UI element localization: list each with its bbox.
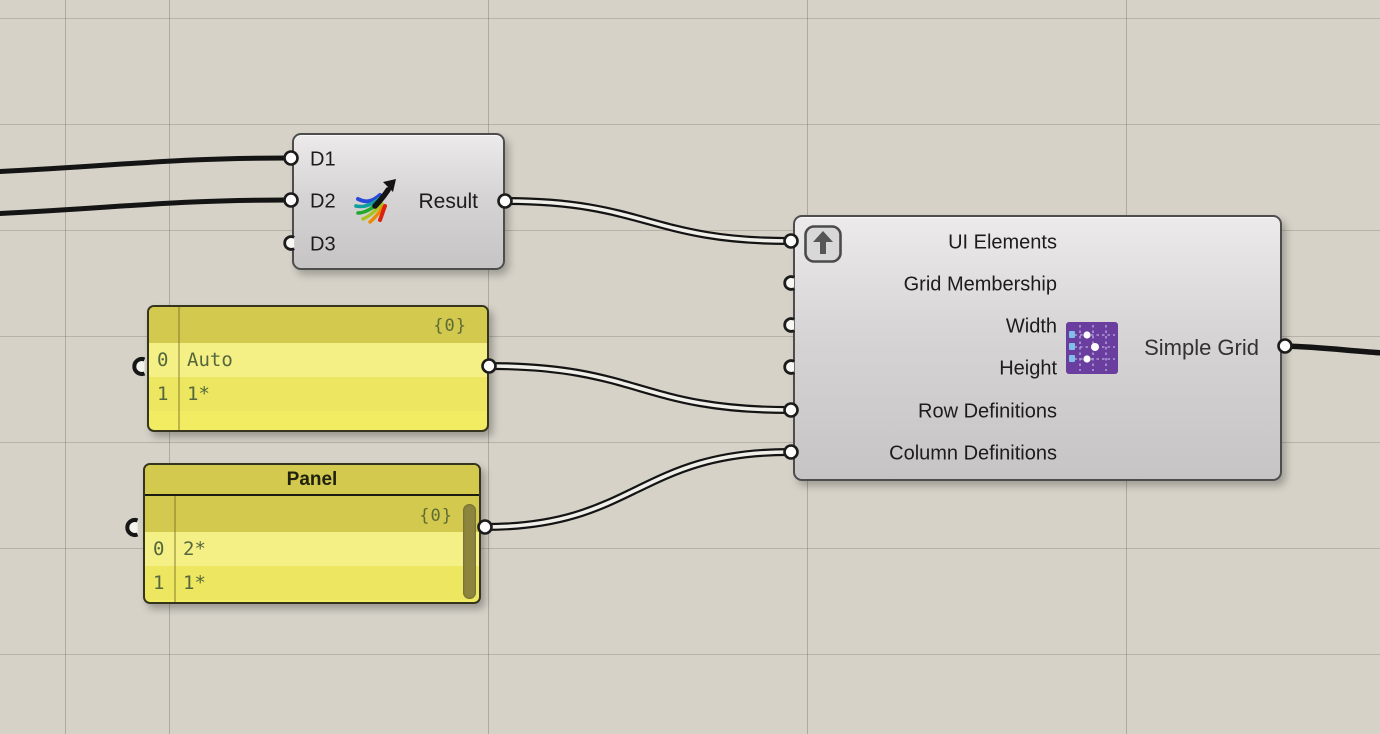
panel-branch-band [149, 307, 487, 343]
grid-output-label: Simple Grid [1144, 335, 1259, 360]
panel-branch-count: {0} [419, 506, 453, 526]
merge-icon [350, 173, 404, 227]
grid-input-label-column-definitions: Column Definitions [889, 442, 1057, 465]
grid-input-label-ui-elements: UI Elements [948, 231, 1057, 254]
wire-simple-grid-output[interactable] [1284, 343, 1380, 356]
row-index: 1 [157, 383, 169, 405]
panel-title-divider [145, 494, 479, 496]
panel-index-separator [174, 496, 176, 602]
merge-input-label-d2: D2 [310, 190, 336, 213]
row-definitions-panel[interactable]: {0} 0 Auto 1 1* [147, 305, 489, 432]
wire-into-d1[interactable] [0, 155, 289, 175]
merge-component[interactable]: D1 D2 D3 Result [292, 133, 505, 270]
grid-input-label-width: Width [1005, 315, 1057, 338]
wire-panel-to-column-definitions[interactable] [484, 448, 790, 531]
panel-row[interactable]: 0 2* [145, 532, 479, 566]
simple-grid-icon [1066, 322, 1118, 374]
panel-row[interactable]: 1 1* [149, 377, 487, 411]
simple-grid-component[interactable]: UI Elements Grid Membership Width Height… [793, 215, 1282, 481]
port-panel-rows-input-grip[interactable] [132, 357, 146, 376]
row-index: 0 [153, 538, 165, 560]
row-value: 1* [187, 383, 210, 405]
grid-input-label-height: Height [999, 357, 1057, 380]
merge-output-label: Result [418, 190, 478, 213]
panel-branch-count: {0} [433, 316, 467, 336]
wire-into-d2[interactable] [0, 197, 289, 217]
row-index: 1 [153, 572, 165, 594]
column-definitions-panel[interactable]: Panel {0} 0 2* 1 1* [143, 463, 481, 604]
wire-result-to-ui-elements[interactable] [504, 197, 790, 245]
port-panel-cols-input-grip[interactable] [125, 518, 139, 537]
row-value: 1* [183, 572, 206, 594]
panel-index-separator [178, 307, 180, 430]
panel-row[interactable]: 1 1* [145, 566, 479, 600]
row-value: Auto [187, 349, 233, 371]
row-value: 2* [183, 538, 206, 560]
grid-input-label-grid-membership: Grid Membership [903, 273, 1057, 296]
row-index: 0 [157, 349, 169, 371]
panel-row[interactable]: 0 Auto [149, 343, 487, 377]
merge-input-label-d1: D1 [310, 148, 336, 171]
panel-scrollbar-thumb[interactable] [463, 504, 476, 599]
merge-input-label-d3: D3 [310, 233, 336, 256]
wire-panel-to-row-definitions[interactable] [488, 362, 790, 414]
principal-up-arrow-icon[interactable] [803, 224, 843, 264]
panel-branch-band [145, 465, 479, 532]
grid-input-label-row-definitions: Row Definitions [918, 400, 1057, 423]
panel-title: Panel [286, 469, 338, 490]
